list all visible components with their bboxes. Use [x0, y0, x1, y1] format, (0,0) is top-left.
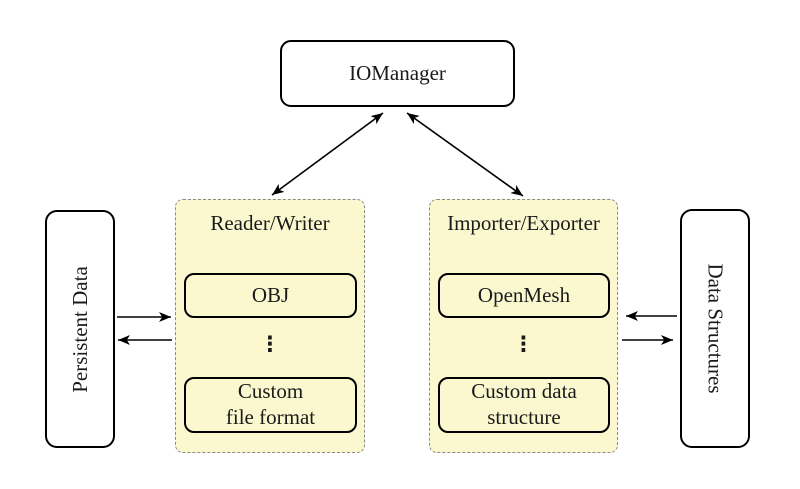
- node-custom-data-structure-line2: structure: [487, 405, 561, 429]
- node-openmesh-label: OpenMesh: [477, 282, 571, 307]
- node-data-structures-label: Data Structures: [703, 263, 728, 394]
- node-custom-data-structure-line1: Custom data: [471, 379, 577, 404]
- arrow-iomanager-importer-exporter: [406, 112, 524, 197]
- node-data-structures: Data Structures: [680, 209, 750, 448]
- vertical-ellipsis-left: ⋮: [259, 332, 281, 356]
- node-iomanager: IOManager: [280, 40, 515, 107]
- node-persistent-data: Persistent Data: [45, 210, 115, 448]
- vertical-ellipsis-right: ⋮: [513, 332, 534, 356]
- node-openmesh: OpenMesh: [438, 273, 610, 318]
- node-custom-file-format: Custom file format: [184, 377, 357, 433]
- node-custom-file-format-line2: file format: [225, 405, 316, 429]
- node-obj-label: OBJ: [251, 282, 290, 307]
- panel-reader-writer: Reader/Writer OBJ ⋮ Custom file format: [175, 199, 365, 453]
- panel-importer-exporter: Importer/Exporter OpenMesh ⋮ Custom data…: [429, 199, 618, 453]
- node-obj: OBJ: [184, 273, 357, 318]
- panel-importer-exporter-title: Importer/Exporter: [447, 211, 600, 235]
- node-iomanager-label: IOManager: [349, 61, 446, 85]
- node-persistent-data-label: Persistent Data: [67, 265, 92, 393]
- panel-reader-writer-title: Reader/Writer: [210, 211, 330, 235]
- node-custom-file-format-line1: Custom: [237, 379, 304, 404]
- node-custom-data-structure: Custom data structure: [438, 377, 610, 433]
- arrow-iomanager-reader-writer: [271, 112, 384, 196]
